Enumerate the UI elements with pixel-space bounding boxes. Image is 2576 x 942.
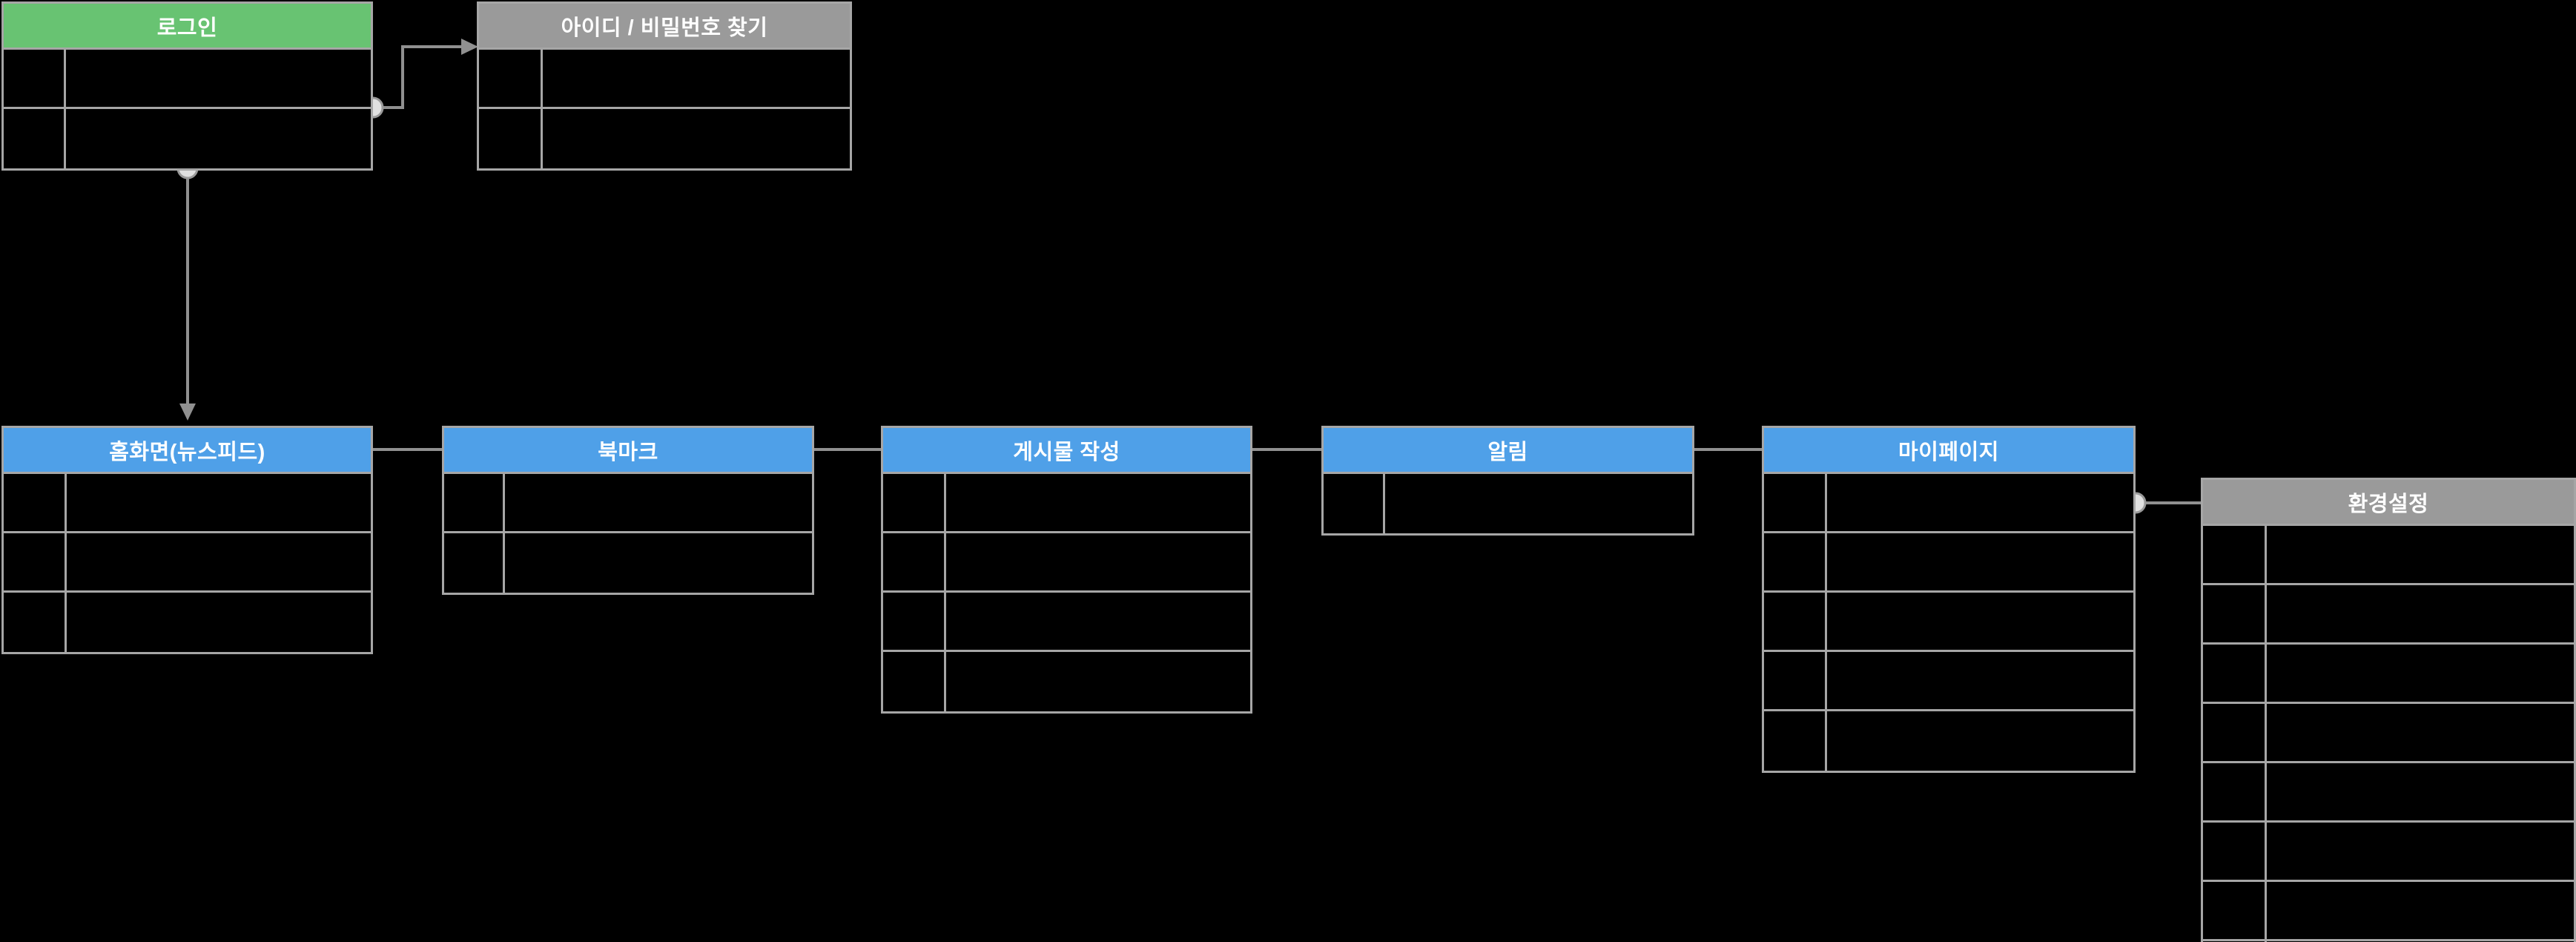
node-bookmark-label: 북마크 (598, 440, 658, 464)
table-cell-left (2203, 823, 2267, 880)
table-cell-left (1764, 593, 1827, 650)
table-cell-left (2203, 645, 2267, 702)
table-row (2203, 882, 2574, 941)
connector-line (373, 45, 463, 109)
node-find-account-label: 아이디 / 비밀번호 찾기 (561, 16, 768, 40)
table-cell-left (444, 533, 505, 593)
connector-mypage-to-settings (2124, 492, 2201, 514)
table-cell-left (2203, 882, 2267, 939)
table-cell-left (2203, 526, 2267, 583)
node-alarm-header: 알림 (1324, 428, 1692, 474)
node-alarm-body (1324, 474, 1692, 533)
table-cell-left (1764, 652, 1827, 709)
node-find-account-header: 아이디 / 비밀번호 찾기 (479, 4, 850, 50)
connector-login-to-home (176, 157, 199, 421)
table-cell-left (1764, 711, 1827, 771)
table-cell-left (883, 652, 946, 711)
node-settings-label: 환경설정 (2348, 492, 2429, 516)
table-cell-left (479, 50, 543, 107)
table-row (4, 109, 371, 168)
table-row (1764, 711, 2133, 771)
table-row (1764, 593, 2133, 652)
node-post-create-label: 게시물 작성 (1013, 440, 1120, 464)
node-home-body (4, 474, 371, 652)
table-row (4, 533, 371, 593)
table-row (883, 593, 1250, 652)
table-cell-left (4, 109, 66, 168)
table-row (883, 533, 1250, 593)
table-cell-left (2203, 704, 2267, 761)
node-home-label: 홈화면(뉴스피드) (109, 440, 265, 464)
node-mypage-label: 마이페이지 (1898, 440, 1999, 464)
node-login-header: 로그인 (4, 4, 371, 50)
node-mypage-body (1764, 474, 2133, 771)
table-row (2203, 645, 2574, 704)
table-row (1324, 474, 1692, 533)
connector-login-to-find-account (362, 39, 478, 119)
table-row (444, 533, 812, 593)
table-cell-left (479, 109, 543, 168)
node-bookmark-header: 북마크 (444, 428, 812, 474)
node-settings-body (2203, 526, 2574, 942)
table-row (2203, 704, 2574, 763)
table-cell-left (4, 50, 66, 107)
node-login: 로그인 (1, 1, 373, 171)
node-post-create-header: 게시물 작성 (883, 428, 1250, 474)
table-cell-left (4, 474, 67, 531)
table-row (2203, 763, 2574, 823)
node-bookmark: 북마크 (442, 426, 814, 595)
table-cell-left (4, 593, 67, 652)
table-cell-left (883, 474, 946, 531)
node-post-create: 게시물 작성 (881, 426, 1252, 714)
node-mypage: 마이페이지 (1762, 426, 2136, 773)
node-login-body (4, 50, 371, 168)
node-post-create-body (883, 474, 1250, 711)
table-row (444, 474, 812, 533)
table-cell-left (883, 533, 946, 590)
table-row (883, 474, 1250, 533)
arrowhead-icon (461, 39, 478, 55)
table-row (4, 50, 371, 109)
table-cell-left (444, 474, 505, 531)
node-find-account-body (479, 50, 850, 168)
table-cell-left (1764, 533, 1827, 590)
node-find-account: 아이디 / 비밀번호 찾기 (477, 1, 852, 171)
table-row (4, 474, 371, 533)
table-cell-left (1764, 474, 1827, 531)
table-row (1764, 652, 2133, 711)
table-row (2203, 823, 2574, 882)
arrowhead-icon (179, 404, 196, 421)
node-mypage-header: 마이페이지 (1764, 428, 2133, 474)
node-settings: 환경설정 (2201, 478, 2576, 942)
node-bookmark-body (444, 474, 812, 593)
table-cell-left (883, 593, 946, 650)
node-settings-header: 환경설정 (2203, 480, 2574, 526)
table-row (2203, 526, 2574, 585)
table-row (479, 109, 850, 168)
table-cell-left (1324, 474, 1385, 533)
table-row (4, 593, 371, 652)
table-row (883, 652, 1250, 711)
table-row (479, 50, 850, 109)
table-row (2203, 585, 2574, 645)
node-alarm-label: 알림 (1487, 440, 1528, 464)
table-row (1764, 474, 2133, 533)
node-login-label: 로그인 (156, 16, 218, 40)
node-home-header: 홈화면(뉴스피드) (4, 428, 371, 474)
table-cell-left (2203, 585, 2267, 642)
node-alarm: 알림 (1321, 426, 1694, 536)
table-row (1764, 533, 2133, 593)
table-cell-left (4, 533, 67, 590)
table-cell-left (2203, 763, 2267, 820)
node-home: 홈화면(뉴스피드) (1, 426, 373, 654)
